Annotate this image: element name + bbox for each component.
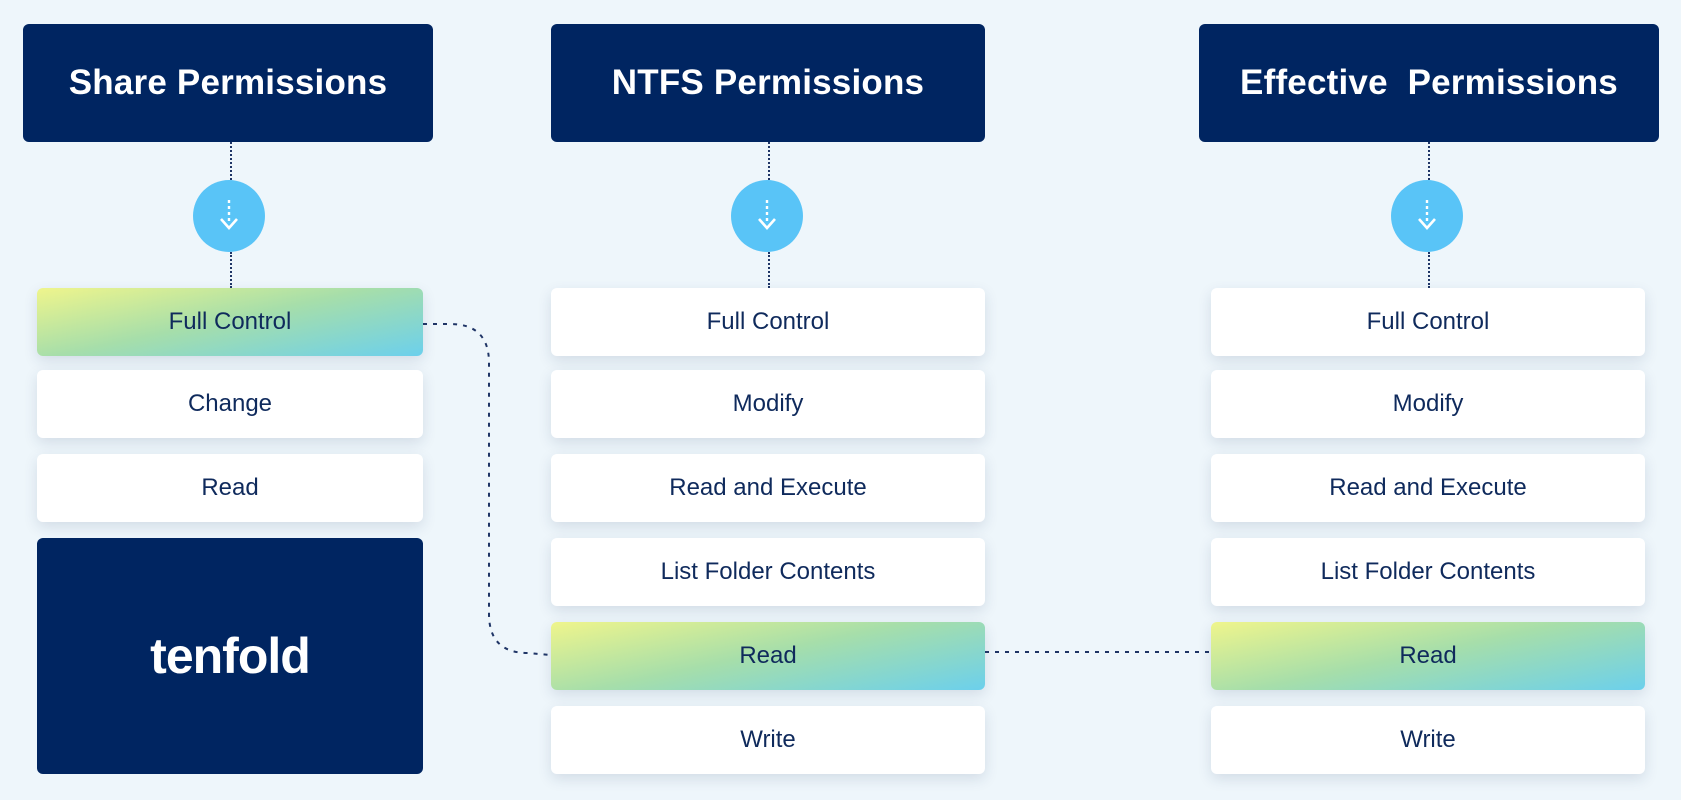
- ntfs-item-list-folder-contents: List Folder Contents: [551, 538, 985, 606]
- effective-item-modify: Modify: [1211, 370, 1645, 438]
- effective-item-list-folder-contents: List Folder Contents: [1211, 538, 1645, 606]
- tenfold-logo: tenfold: [37, 538, 423, 774]
- share-item-change: Change: [37, 370, 423, 438]
- logo-text: tenfold: [150, 628, 311, 684]
- share-permissions-header: Share Permissions: [23, 24, 433, 142]
- effective-permissions-header: Effective Permissions: [1199, 24, 1659, 142]
- connector-line: [1428, 142, 1430, 180]
- connector-line: [230, 142, 232, 180]
- arrow-down-icon: [1391, 180, 1463, 252]
- effective-item-read: Read: [1211, 622, 1645, 690]
- connector-line: [230, 252, 232, 288]
- connector-line: [768, 142, 770, 180]
- ntfs-permissions-header: NTFS Permissions: [551, 24, 985, 142]
- share-item-full-control: Full Control: [37, 288, 423, 356]
- arrow-down-icon: [731, 180, 803, 252]
- ntfs-item-read: Read: [551, 622, 985, 690]
- effective-item-read-and-execute: Read and Execute: [1211, 454, 1645, 522]
- share-item-read: Read: [37, 454, 423, 522]
- connector-line: [1428, 252, 1430, 288]
- ntfs-item-modify: Modify: [551, 370, 985, 438]
- ntfs-item-full-control: Full Control: [551, 288, 985, 356]
- connector-line: [768, 252, 770, 288]
- share-to-ntfs-connector: [423, 323, 552, 656]
- ntfs-item-write: Write: [551, 706, 985, 774]
- ntfs-item-read-and-execute: Read and Execute: [551, 454, 985, 522]
- arrow-down-icon: [193, 180, 265, 252]
- effective-item-write: Write: [1211, 706, 1645, 774]
- effective-item-full-control: Full Control: [1211, 288, 1645, 356]
